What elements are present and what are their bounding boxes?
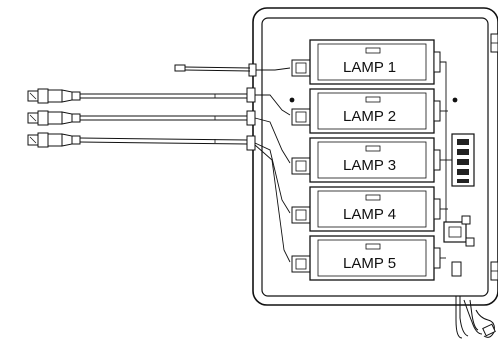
mount-screw-left xyxy=(289,97,295,103)
lamp-label-4: LAMP 4 xyxy=(343,206,396,223)
cable-2 xyxy=(27,110,247,126)
internal-wiring xyxy=(254,67,291,263)
lamp-module-5: LAMP 5 xyxy=(291,235,441,281)
lamp-module-4: LAMP 4 xyxy=(291,186,441,232)
terminal-block xyxy=(451,133,475,187)
lamp-label-3: LAMP 3 xyxy=(343,157,396,174)
bottom-cables xyxy=(455,296,495,339)
cable-3 xyxy=(27,132,248,148)
right-wiring xyxy=(440,61,452,259)
short-wire-connector xyxy=(174,64,251,72)
lamp-label-1: LAMP 1 xyxy=(343,59,396,76)
mount-screw-right xyxy=(452,97,458,103)
cable-1 xyxy=(27,88,247,104)
lamp-module-1: LAMP 1 xyxy=(291,39,441,85)
lamp-module-2: LAMP 2 xyxy=(291,88,441,134)
lamp-label-2: LAMP 2 xyxy=(343,108,396,125)
lamp-label-5: LAMP 5 xyxy=(343,255,396,272)
power-connector xyxy=(443,215,475,277)
lamp-module-3: LAMP 3 xyxy=(291,137,441,183)
hinge-top xyxy=(490,33,498,53)
bottom-plug xyxy=(482,323,496,337)
hinge-bottom xyxy=(490,261,498,281)
